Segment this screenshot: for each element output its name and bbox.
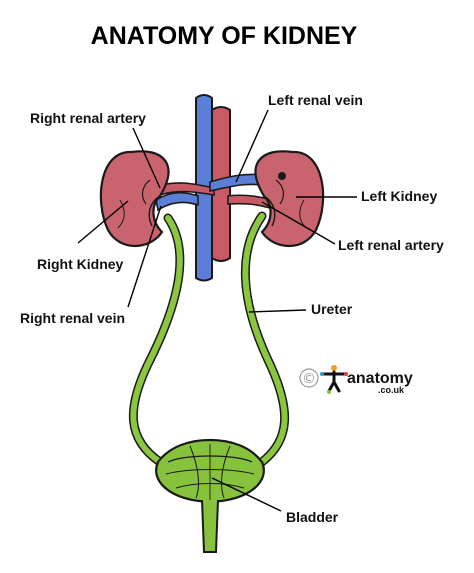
leader-right-renal-vein	[127, 205, 162, 308]
right-kidney	[99, 150, 170, 247]
label-right-renal-vein: Right renal vein	[20, 310, 125, 326]
label-ureter: Ureter	[311, 301, 353, 317]
leader-bladder	[211, 477, 282, 512]
ureters	[128, 211, 289, 467]
logo-name: anatomy	[347, 370, 413, 387]
label-right-kidney: Right Kidney	[37, 256, 124, 272]
diagram-title: ANATOMY OF KIDNEY	[91, 22, 358, 50]
anatomy-logo: © anatomy .co.uk	[299, 365, 413, 395]
leader-right-renal-artery	[132, 127, 161, 189]
leader-left-renal-artery	[261, 201, 336, 245]
label-left-renal-vein: Left renal vein	[268, 92, 363, 108]
copyright-icon	[299, 368, 319, 388]
label-left-renal-artery: Left renal artery	[338, 237, 444, 253]
logo-domain: .co.uk	[378, 385, 405, 395]
bladder	[155, 438, 265, 553]
renal-vessels	[155, 173, 273, 212]
leader-lines	[77, 109, 357, 512]
label-left-kidney: Left Kidney	[361, 188, 437, 204]
right-renal-artery-vessel	[157, 182, 215, 197]
left-kidney	[254, 150, 325, 247]
label-bladder: Bladder	[286, 509, 339, 525]
copyright-symbol: ©	[302, 371, 316, 387]
leader-left-renal-vein	[235, 109, 269, 183]
left-ureter	[240, 211, 289, 467]
label-right-renal-artery: Right renal artery	[30, 110, 146, 126]
leader-right-kidney	[77, 200, 129, 244]
person-icon	[320, 365, 348, 394]
leader-ureter	[248, 309, 307, 313]
right-renal-vein-vessel	[155, 191, 199, 212]
renal-pelvis-mark	[278, 172, 286, 180]
